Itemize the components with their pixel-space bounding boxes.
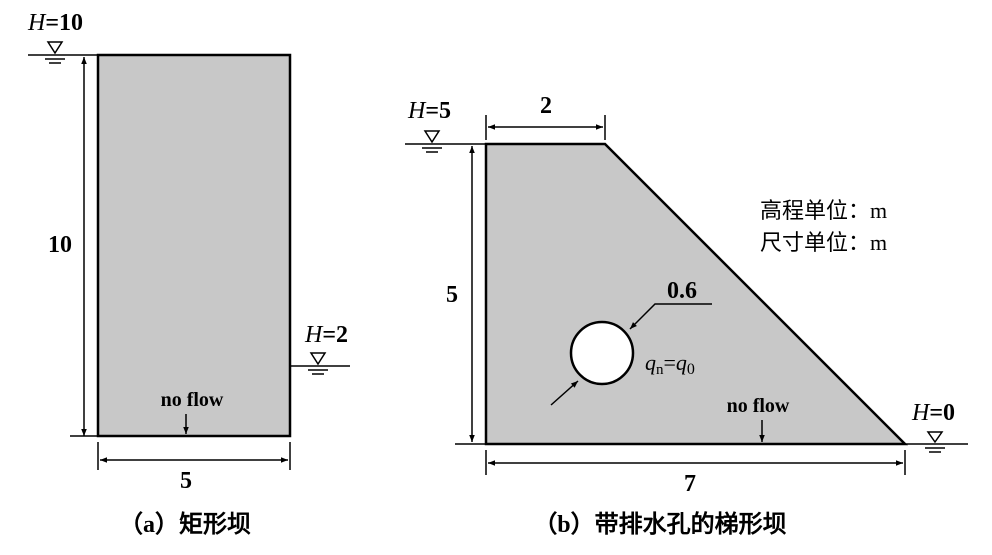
panel-a-rectangular-dam: H=10 10 H=2 no flow 5 （a）矩形坝	[27, 10, 350, 538]
rectangular-dam-body	[96, 53, 292, 438]
diameter-leader-arrow	[629, 303, 712, 330]
caption-b: （b）带排水孔的梯形坝	[533, 510, 786, 538]
water-level-icon	[45, 41, 65, 64]
downstream-head-label: H=2	[304, 322, 348, 348]
water-level-icon	[925, 431, 945, 453]
water-level-icon	[422, 130, 442, 153]
drain-boundary-condition: qn=q0	[645, 350, 695, 378]
upstream-head-label: H=10	[27, 10, 83, 36]
height-dimension-label: 10	[48, 232, 72, 258]
diameter-arrow	[550, 380, 579, 406]
elevation-unit-note: 高程单位：m	[760, 198, 887, 223]
water-level-icon	[308, 352, 328, 375]
no-flow-label: no flow	[161, 389, 224, 411]
no-flow-label: no flow	[727, 395, 790, 417]
drain-hole	[569, 320, 635, 386]
downstream-head-label: H=0	[911, 400, 955, 426]
width-dimension-label: 5	[180, 468, 192, 494]
top-width-label: 2	[540, 93, 552, 119]
dimension-unit-note: 尺寸单位：m	[760, 230, 887, 255]
panel-b-trapezoidal-dam: H=5 2 5 0.6 qn=q0 no flow H=0 7 高程单位：m 尺…	[405, 93, 968, 538]
upstream-head-label: H=5	[407, 98, 451, 124]
height-dimension-label: 5	[446, 282, 458, 308]
base-width-label: 7	[684, 471, 696, 497]
caption-a: （a）矩形坝	[119, 511, 251, 538]
drain-diameter-label: 0.6	[667, 278, 697, 304]
